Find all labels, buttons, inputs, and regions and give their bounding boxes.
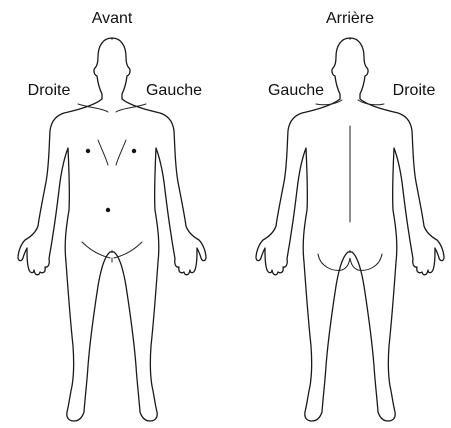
front-navel-dot [106, 208, 110, 212]
back-body-outline [256, 38, 444, 421]
front-nipple-right-dot [86, 149, 90, 153]
back-buttocks-line [318, 254, 382, 270]
front-nipple-left-dot [132, 149, 136, 153]
front-body-outline [18, 38, 206, 421]
